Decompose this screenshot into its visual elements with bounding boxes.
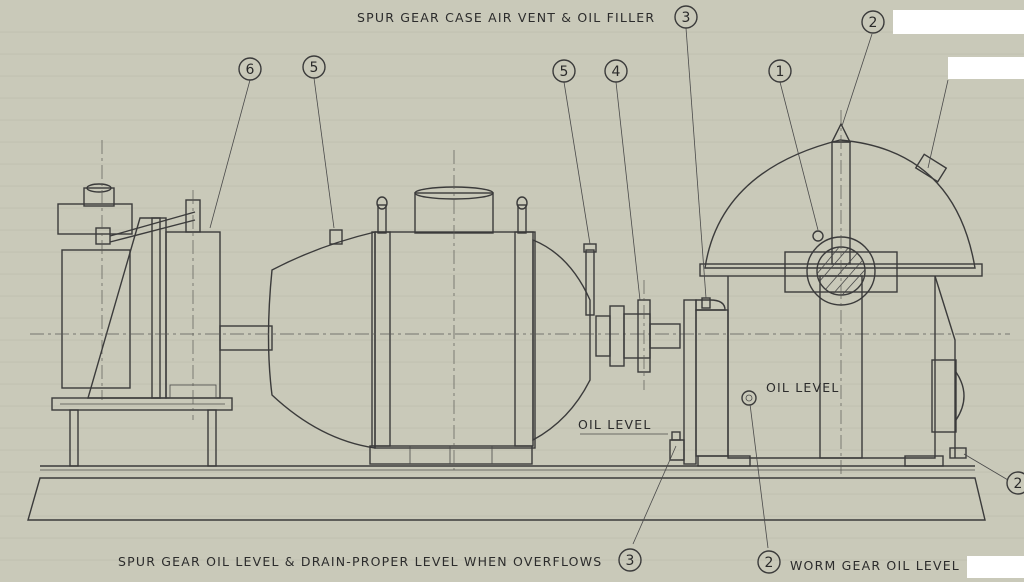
motor-pedestal — [51, 397, 233, 467]
callout-5-right: 5 — [560, 64, 569, 80]
input-shaft — [219, 325, 273, 351]
callout-circles — [238, 5, 1024, 574]
callout-1: 1 — [776, 64, 785, 80]
callout-5-left: 5 — [310, 60, 319, 76]
label-worm-gear-oil-level: WORM GEAR OIL LEVEL — [790, 558, 960, 573]
worm-gear-case — [699, 110, 983, 475]
callout-3-bottom: 3 — [626, 553, 635, 569]
gear-stand — [87, 190, 221, 420]
callout-6: 6 — [246, 62, 255, 78]
drum-housing — [30, 150, 1010, 470]
callout-2-bottom: 2 — [765, 555, 774, 571]
leader-lines — [209, 27, 1009, 549]
spur-gear-case — [669, 297, 751, 467]
redaction-patches — [893, 10, 1024, 578]
callout-4: 4 — [612, 64, 621, 80]
callout-2-right: 2 — [1014, 476, 1023, 492]
callout-3-top: 3 — [682, 10, 691, 26]
label-spur-gear-oil-drain: SPUR GEAR OIL LEVEL & DRAIN-PROPER LEVEL… — [118, 554, 602, 569]
label-air-vent-oil-filler: SPUR GEAR CASE AIR VENT & OIL FILLER — [357, 10, 655, 25]
brake-motor — [57, 140, 196, 400]
callout-2-top: 2 — [869, 15, 878, 31]
coupling — [583, 243, 681, 390]
paper-grid — [0, 31, 1024, 561]
label-oil-level-worm: OIL LEVEL — [766, 380, 840, 395]
base-plate — [27, 465, 986, 521]
label-oil-level-spur: OIL LEVEL — [578, 417, 652, 432]
